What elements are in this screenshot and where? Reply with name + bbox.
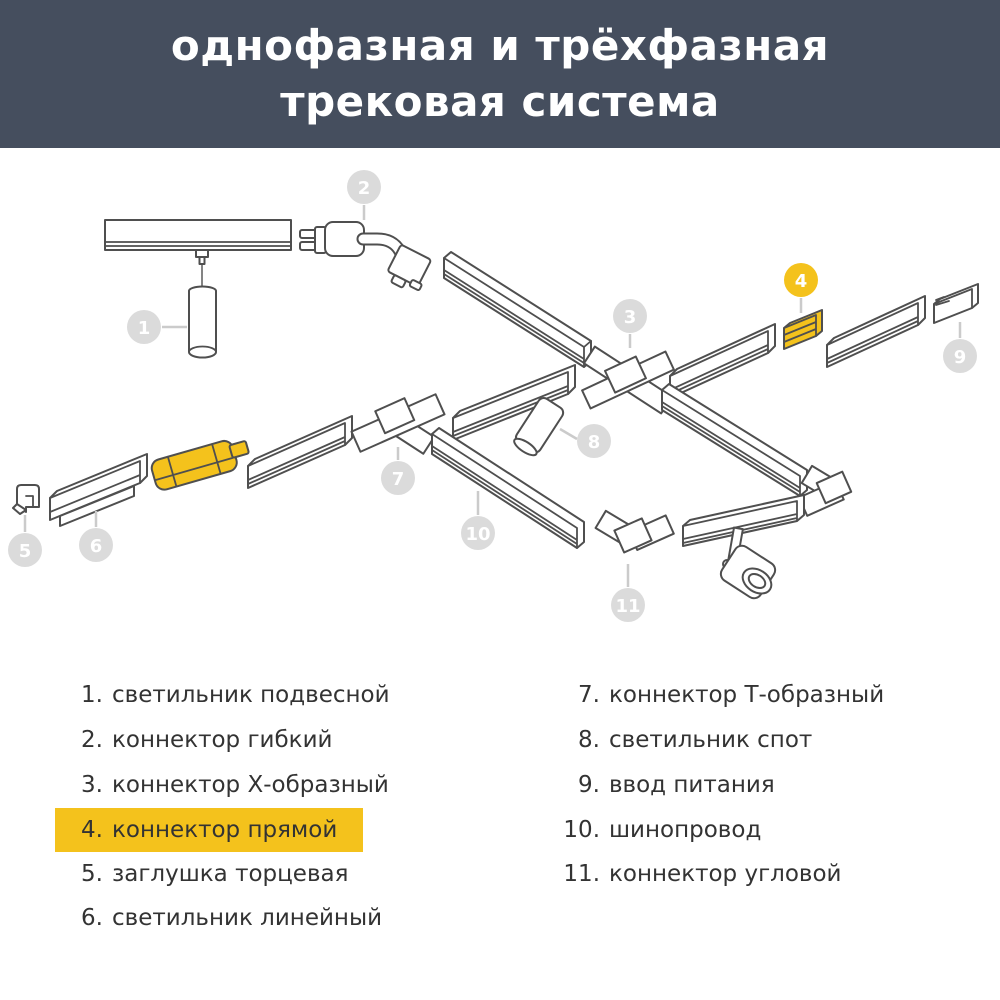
legend-label: ввод питания [609, 772, 775, 798]
x-connector [581, 345, 675, 415]
straight-connector-right [783, 309, 823, 350]
track-segment-left [247, 415, 353, 489]
legend-item-11: 11. коннектор угловой [520, 852, 842, 896]
badge-3: 3 [613, 299, 647, 333]
straight-connector-left [150, 439, 250, 491]
track-segment-se [661, 383, 808, 497]
legend-num: 1. [81, 682, 103, 708]
legend-label: шинопровод [609, 817, 762, 843]
svg-text:2: 2 [358, 178, 371, 199]
legend-item-9: 9. ввод питания [520, 763, 775, 807]
legend-item-7: 7. коннектор Т-образный [520, 673, 884, 717]
svg-text:3: 3 [624, 307, 637, 328]
flexible-connector [299, 221, 432, 291]
legend-label: светильник подвесной [112, 682, 390, 708]
legend-num: 2. [81, 727, 103, 753]
badge-9: 9 [943, 339, 977, 373]
legend-label: коннектор Т-образный [609, 682, 885, 708]
legend-item-3: 3. коннектор Х-образный [55, 763, 389, 807]
track-segment-nw [443, 251, 592, 368]
diagram-canvas: 1 2 3 4 5 6 7 8 9 10 11 [8, 170, 979, 622]
legend-num: 10. [563, 817, 600, 843]
spot-light [513, 397, 565, 457]
busbar-track [431, 427, 585, 549]
legend-num: 3. [81, 772, 103, 798]
legend-item-1: 1. светильник подвесной [55, 673, 390, 717]
legend-num: 5. [81, 861, 103, 887]
leader-lines [23, 205, 962, 587]
track-with-spot [682, 494, 805, 600]
badge-11: 11 [611, 588, 645, 622]
end-cap [12, 484, 40, 515]
badge-1: 1 [127, 310, 161, 344]
track-segment-left-upper [452, 364, 576, 441]
legend-num: 6. [81, 905, 103, 931]
legend-num: 4. [81, 817, 103, 843]
legend-label: светильник спот [609, 727, 813, 753]
svg-text:7: 7 [392, 469, 405, 490]
legend-item-5: 5. заглушка торцевая [55, 852, 348, 896]
page-title-line2: трековая система [280, 77, 720, 126]
svg-text:6: 6 [90, 536, 103, 557]
badge-7: 7 [381, 461, 415, 495]
corner-connector-right [798, 464, 853, 517]
legend-label: коннектор прямой [112, 817, 338, 843]
legend-num: 8. [578, 727, 600, 753]
track-segment-right-outer [826, 295, 926, 368]
legend-num: 11. [563, 861, 600, 887]
svg-text:8: 8 [588, 432, 601, 453]
legend-item-2: 2. коннектор гибкий [55, 718, 332, 762]
legend-item-10: 10. шинопровод [520, 808, 761, 852]
pendant-light-track [104, 219, 292, 359]
badge-5: 5 [8, 533, 42, 567]
track-segment-right-inner [669, 323, 776, 399]
badge-2: 2 [347, 170, 381, 204]
svg-text:11: 11 [615, 596, 640, 617]
legend-label: светильник линейный [112, 905, 383, 931]
power-feed [933, 283, 979, 324]
legend-item-4-highlighted: 4. коннектор прямой [55, 808, 364, 852]
legend-num: 9. [578, 772, 600, 798]
svg-text:5: 5 [19, 541, 32, 562]
badge-8: 8 [577, 424, 611, 458]
svg-text:4: 4 [795, 271, 808, 292]
legend-label: коннектор гибкий [112, 727, 333, 753]
legend-item-6: 6. светильник линейный [55, 896, 382, 940]
corner-connector-bottom [594, 509, 675, 554]
badge-4-highlighted: 4 [784, 263, 818, 297]
callout-badges: 1 2 3 4 5 6 7 8 9 10 11 [8, 170, 977, 622]
t-connector [350, 393, 446, 455]
legend-label: коннектор Х-образный [112, 772, 389, 798]
badge-6: 6 [79, 528, 113, 562]
badge-10: 10 [461, 516, 495, 550]
svg-text:10: 10 [465, 524, 490, 545]
legend-label: коннектор угловой [609, 861, 842, 887]
svg-text:9: 9 [954, 347, 967, 368]
page-title-line1: однофазная и трёхфазная [170, 21, 830, 70]
legend: 1. светильник подвесной 2. коннектор гибки… [0, 660, 1000, 1000]
legend-label: заглушка торцевая [112, 861, 349, 887]
legend-num: 7. [578, 682, 600, 708]
linear-light [49, 453, 148, 527]
svg-text:1: 1 [138, 318, 151, 339]
track-system-diagram: 1 2 3 4 5 6 7 8 9 10 11 [0, 148, 1000, 660]
legend-item-8: 8. светильник спот [520, 718, 812, 762]
title-banner: однофазная и трёхфазная трековая система [0, 0, 1000, 148]
